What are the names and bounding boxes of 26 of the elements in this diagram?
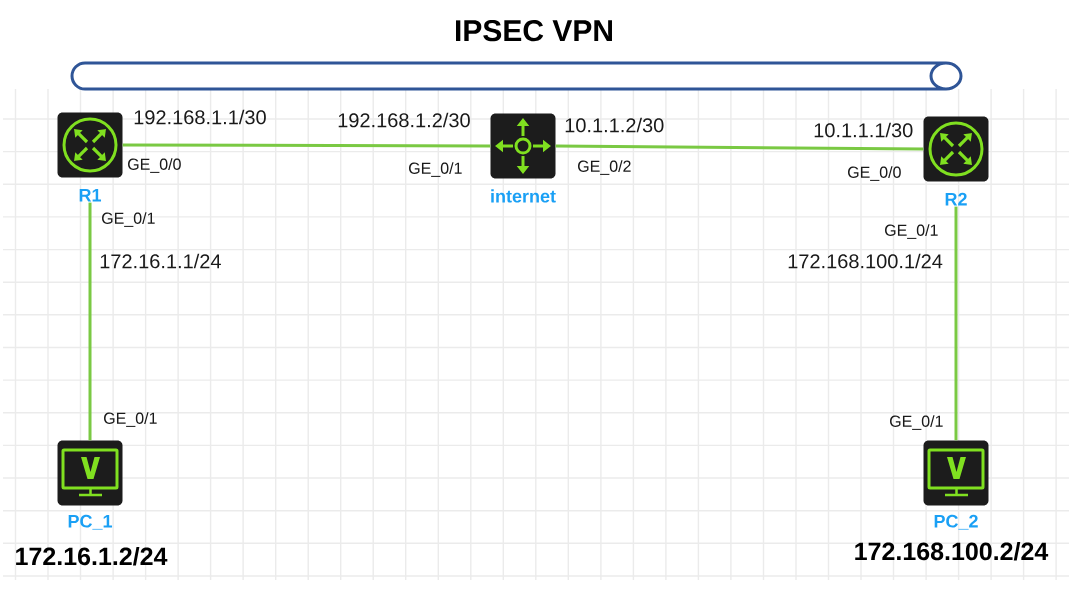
interface-label: GE_0/2 <box>578 160 631 175</box>
link-line <box>88 202 92 441</box>
interface-label: GE_0/1 <box>102 212 155 227</box>
device-name: PC_2 <box>934 514 978 530</box>
ip-address-label: 192.168.1.2/30 <box>338 112 470 128</box>
interface-label: GE_0/1 <box>890 415 943 430</box>
link-line <box>555 144 924 151</box>
device-name: R2 <box>945 192 967 206</box>
interface-label: GE_0/0 <box>848 166 901 181</box>
ip-address-label: 172.16.1.1/24 <box>100 253 221 269</box>
title: IPSEC VPN <box>456 20 612 42</box>
link-line <box>122 143 491 148</box>
device-name: R1 <box>79 189 101 202</box>
link-line <box>954 206 958 441</box>
ip-address-label: 10.1.1.1/30 <box>814 122 913 138</box>
interface-label: GE_0/0 <box>128 158 181 173</box>
interface-label: GE_0/1 <box>104 412 157 427</box>
device-name: PC_1 <box>68 514 113 530</box>
ip-address-label: 172.168.100.2/24 <box>855 541 1049 561</box>
ip-address-label: 172.16.1.2/24 <box>16 546 168 566</box>
ip-address-label: 10.1.1.2/30 <box>565 117 664 133</box>
ip-address-label: 172.168.100.1/24 <box>788 253 943 269</box>
interface-label: GE_0/1 <box>409 162 462 177</box>
ip-address-label: 192.168.1.1/30 <box>134 109 266 125</box>
device-name: internet <box>491 189 556 203</box>
interface-label: GE_0/1 <box>885 224 938 239</box>
